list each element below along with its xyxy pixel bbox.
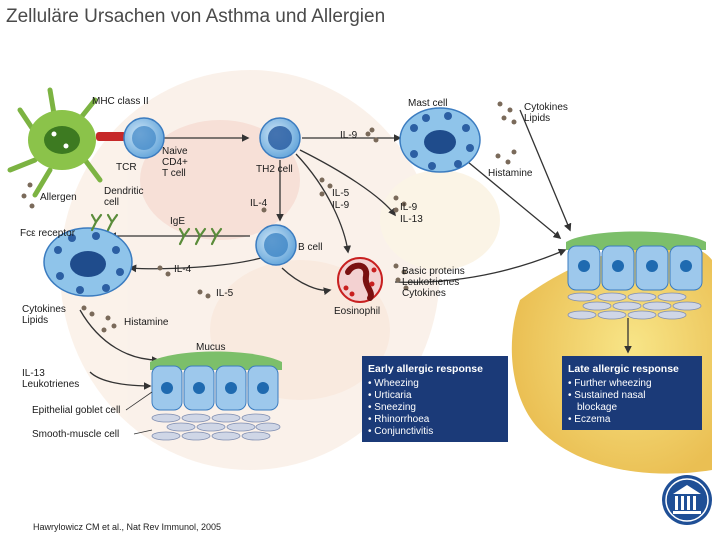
svg-text:• Urticaria: • Urticaria <box>368 390 412 401</box>
label-il4-bcell: IL-4 <box>174 264 192 275</box>
dendritic-cell <box>7 87 103 198</box>
label-epithelial-goblet-cell: Epithelial goblet cell <box>32 405 120 416</box>
early-response-item: Sneezing <box>374 402 416 413</box>
mhc-tcr-complex <box>96 132 126 141</box>
label-il5-il9: IL-5 IL-9 <box>332 188 352 211</box>
early-response-title: Early allergic response <box>368 363 483 375</box>
b-cell <box>255 224 297 266</box>
label-cytokines-lipids-mast: Cytokines Lipids <box>524 102 571 124</box>
naive-t-cell <box>123 117 165 159</box>
label-histamine-left: Histamine <box>124 317 169 328</box>
left-epithelium <box>150 351 282 441</box>
late-response-list: • Further wheezing • Sustained nasal blo… <box>568 378 652 425</box>
late-response-box: Late allergic response • Further wheezin… <box>562 356 702 430</box>
ige-antibodies <box>90 213 223 246</box>
early-response-box: Early allergic response • Wheezing • Urt… <box>362 356 508 442</box>
cytokine-dots <box>21 101 517 333</box>
svg-text:• Wheezing: • Wheezing <box>368 378 419 389</box>
late-response-item: Sustained nasal <box>574 390 645 401</box>
label-dendritic-cell: Dendritic cell <box>104 186 146 208</box>
label-tcr: TCR <box>116 162 137 173</box>
label-ige: IgE <box>170 216 185 227</box>
arrows <box>79 109 632 390</box>
label-b-cell: B cell <box>298 242 322 253</box>
early-response-item: Rhinorrhoea <box>374 414 429 425</box>
label-il4-th2: IL-4 <box>250 198 268 209</box>
label-mucus: Mucus <box>196 342 225 353</box>
mast-cell-left <box>43 227 133 297</box>
late-response-item: Eczema <box>574 414 611 425</box>
slide-title: Zelluläre Ursachen von Asthma und Allerg… <box>6 6 386 27</box>
label-eosinophil: Eosinophil <box>334 306 380 317</box>
svg-text:• Sneezing: • Sneezing <box>368 402 416 413</box>
svg-text:• Sustained nasal: • Sustained nasal <box>568 390 645 401</box>
pointer-goblet <box>125 391 153 411</box>
right-epithelium <box>566 231 706 320</box>
label-th2-cell: TH2 cell <box>256 164 293 175</box>
early-response-item: Conjunctivitis <box>374 426 433 437</box>
label-il13-leukotrienes: IL-13 Leukotrienes <box>22 368 79 390</box>
label-cytokines-lipids-left: Cytokines Lipids <box>22 304 69 326</box>
label-mhc-class-ii: MHC class II <box>92 96 149 107</box>
pointer-smooth-muscle <box>133 429 153 435</box>
late-response-title: Late allergic response <box>568 363 679 375</box>
svg-text:• Conjunctivitis: • Conjunctivitis <box>368 426 433 437</box>
label-naive-cd4-t-cell: Naive CD4+ T cell <box>162 146 191 179</box>
label-il9-mast: IL-9 <box>340 130 358 141</box>
svg-text:• Rhinorrhoea: • Rhinorrhoea <box>368 414 430 425</box>
th2-cell <box>259 117 301 159</box>
label-il5-eos: IL-5 <box>216 288 234 299</box>
citation: Hawrylowicz CM et al., Nat Rev Immunol, … <box>33 522 222 532</box>
early-response-item: Wheezing <box>374 378 418 389</box>
eosinophil <box>337 257 383 303</box>
svg-text:• Eczema: • Eczema <box>568 414 611 425</box>
label-fc-receptor: Fcε receptor <box>20 228 76 239</box>
institution-logo <box>662 475 712 525</box>
label-allergen: Allergen <box>40 192 77 203</box>
label-histamine-mast: Histamine <box>488 168 533 179</box>
label-mast-cell: Mast cell <box>408 98 447 109</box>
late-response-item: Further wheezing <box>574 378 651 389</box>
late-response-item-cont: blockage <box>577 402 617 413</box>
early-response-item: Urticaria <box>374 390 412 401</box>
early-response-list: • Wheezing • Urticaria • Sneezing • Rhin… <box>368 378 433 437</box>
label-basic-proteins: Basic proteins Leukotrienes Cytokines <box>402 266 468 299</box>
label-smooth-muscle-cell: Smooth-muscle cell <box>32 429 119 440</box>
svg-text:• Further wheezing: • Further wheezing <box>568 378 652 389</box>
label-il9-il13: IL-9 IL-13 <box>400 202 423 225</box>
mast-cell-top <box>399 107 481 173</box>
